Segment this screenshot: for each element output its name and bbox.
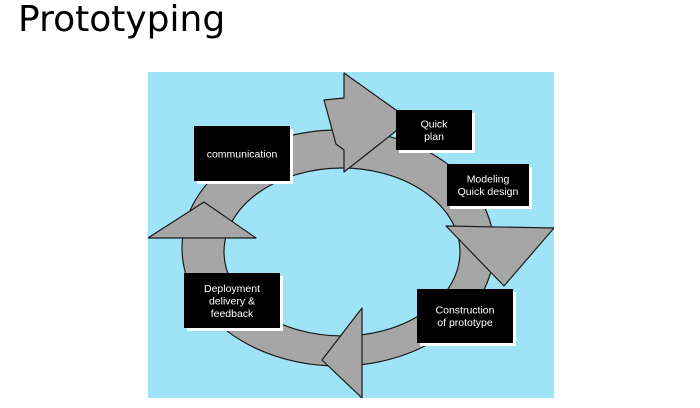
stage-label-line: Deployment [204,283,260,295]
stage-label-line: delivery & [209,295,255,307]
stage-label-line: plan [424,131,444,143]
stage-label-line: Quick design [458,186,519,198]
stage-label-line: Quick [421,119,449,131]
stage-label-line: communication [207,148,278,160]
stage-label-line: feedback [211,308,254,320]
stage-label-line: Construction [436,305,495,317]
stage-label-line: Modeling [467,174,510,186]
slide-title: Prototyping [18,0,226,40]
stage-label-line: of prototype [437,317,493,329]
stage-label-communication: communication [207,148,278,160]
stage-box-communication: communication [194,126,293,184]
arrow-head-bottom [321,307,363,398]
arrow-head-right [445,225,554,287]
arrow-head-left [148,201,257,239]
